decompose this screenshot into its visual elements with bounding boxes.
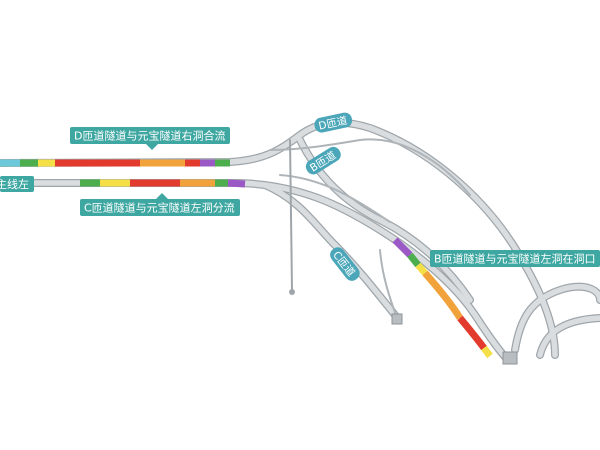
branch-end-main <box>502 351 518 365</box>
road-loop <box>512 284 600 353</box>
seg-b-yellow <box>415 262 428 276</box>
seg-b-orange <box>422 270 463 320</box>
callout-c-split: C匝道隧道与元宝隧道左洞分流 <box>80 193 240 216</box>
seg-lower-purple <box>227 179 246 188</box>
callout-c-split-text: C匝道隧道与元宝隧道左洞分流 <box>84 201 235 215</box>
callout-mainline: 主线左 <box>0 176 34 192</box>
support-post-base <box>289 289 295 295</box>
callout-d-merge-text: D匝道隧道与元宝隧道右洞合流 <box>74 129 225 143</box>
ramp-tag-d-text: D匝道 <box>317 114 349 133</box>
seg-b-purple <box>392 237 413 258</box>
road-d-main <box>0 119 558 358</box>
callout-d-merge: D匝道隧道与元宝隧道右洞合流 <box>70 127 230 150</box>
callout-c-pointer <box>156 193 168 199</box>
seg-b-green <box>407 252 421 268</box>
seg-b-yellow2 <box>481 345 493 359</box>
road-loop2 <box>537 315 600 358</box>
road-network <box>0 118 600 365</box>
road-d-main-edge <box>0 118 559 359</box>
callout-d-pointer <box>146 144 158 150</box>
road-lane-2 <box>269 138 471 196</box>
callout-b-merge: B匝道隧道与元宝隧道左洞在洞口 <box>430 250 600 267</box>
callout-b-merge-text: B匝道隧道与元宝隧道左洞在洞口 <box>434 252 596 266</box>
branch-end-c <box>391 313 403 325</box>
road-c-main-edge <box>0 179 512 364</box>
seg-b-red <box>457 315 487 351</box>
segment-bands <box>0 159 493 359</box>
callout-mainline-text: 主线左 <box>0 177 29 191</box>
ramp-tag-d: D匝道 <box>314 112 353 133</box>
support-post <box>289 139 293 291</box>
road-lane-1 <box>279 174 391 223</box>
